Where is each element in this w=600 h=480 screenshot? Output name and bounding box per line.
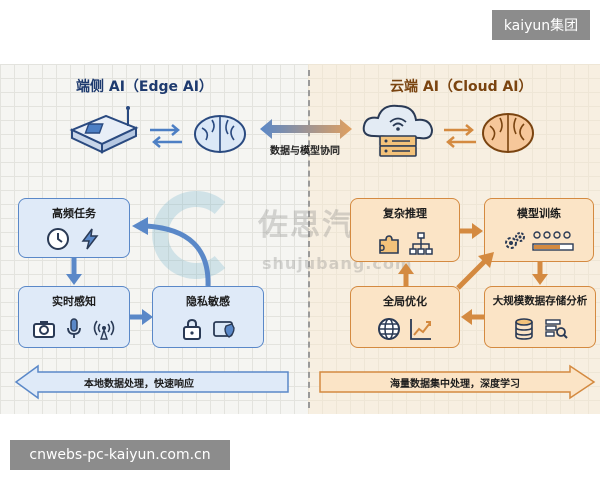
- edge-ai-title: 端侧 AI（Edge AI）: [76, 79, 213, 95]
- box-title: 全局优化: [383, 295, 427, 308]
- box-complex-reasoning: 复杂推理: [350, 198, 460, 262]
- cloud-brain-icon: [482, 113, 534, 153]
- flowchart-icon: [409, 232, 433, 255]
- flow-arrow-down-icon: [66, 258, 82, 285]
- box-high-frequency-tasks: 高频任务: [18, 198, 130, 258]
- shield-card-icon: [213, 321, 235, 338]
- flow-arrow-curved-icon: [132, 217, 211, 287]
- flow-arrow-right-icon: [460, 223, 483, 239]
- edge-device-icon: [69, 106, 139, 154]
- trend-chart-icon: [410, 319, 431, 340]
- clock-icon: [47, 228, 69, 250]
- box-global-optimization: 全局优化: [350, 286, 460, 348]
- bidirectional-arrow-icon: [444, 124, 476, 148]
- camera-icon: [33, 321, 55, 338]
- gears-icon: [505, 232, 525, 249]
- cloud-band-label: 海量数据集中处理，深度学习: [390, 379, 520, 390]
- sync-label: 数据与模型协同: [270, 146, 340, 157]
- flow-arrow-left-icon: [461, 309, 484, 325]
- footer-url: cnwebs-pc-kaiyun.com.cn: [10, 440, 230, 470]
- watermark-logo-icon: [152, 191, 226, 279]
- cloud-server-icon: [362, 104, 434, 157]
- box-privacy-sensitive: 隐私敏感: [152, 286, 264, 348]
- flow-arrow-right-icon: [130, 309, 153, 325]
- box-model-training: 模型训练: [484, 198, 594, 262]
- cloud-ai-title: 云端 AI（Cloud AI）: [390, 79, 533, 95]
- box-data-storage-analysis: 大规模数据存储分析: [484, 286, 596, 348]
- training-progress-icon: [532, 231, 574, 251]
- box-title: 模型训练: [517, 207, 561, 220]
- edge-band-arrow: [14, 364, 289, 400]
- data-search-icon: [545, 319, 568, 339]
- center-divider: [308, 70, 310, 408]
- box-title: 隐私敏感: [186, 295, 230, 308]
- diagram-canvas: 端侧 AI（Edge AI） 云端 AI（Cloud AI） 佐思汽研 shuj…: [0, 64, 600, 414]
- box-title: 高频任务: [52, 207, 96, 220]
- box-title: 实时感知: [52, 295, 96, 308]
- microphone-icon: [67, 318, 81, 338]
- box-title: 大规模数据存储分析: [492, 295, 588, 307]
- edge-band-label: 本地数据处理，快速响应: [84, 379, 194, 390]
- box-realtime-perception: 实时感知: [18, 286, 130, 348]
- database-icon: [515, 318, 533, 340]
- globe-icon: [378, 318, 400, 340]
- lock-icon: [183, 318, 201, 340]
- flow-arrow-down-icon: [532, 262, 548, 285]
- flow-arrow-up-icon: [398, 263, 414, 286]
- sync-arrow-icon: [260, 119, 352, 139]
- box-title: 复杂推理: [383, 207, 427, 220]
- cloud-band-arrow: [319, 364, 596, 400]
- puzzle-icon: [379, 235, 399, 254]
- bidirectional-arrow-icon: [150, 124, 182, 148]
- signal-sensor-icon: [93, 320, 115, 340]
- flow-arrow-diagonal-icon: [456, 252, 494, 290]
- edge-brain-icon: [194, 115, 246, 153]
- lightning-icon: [81, 228, 99, 250]
- watermark-badge: kaiyun集团: [492, 10, 590, 40]
